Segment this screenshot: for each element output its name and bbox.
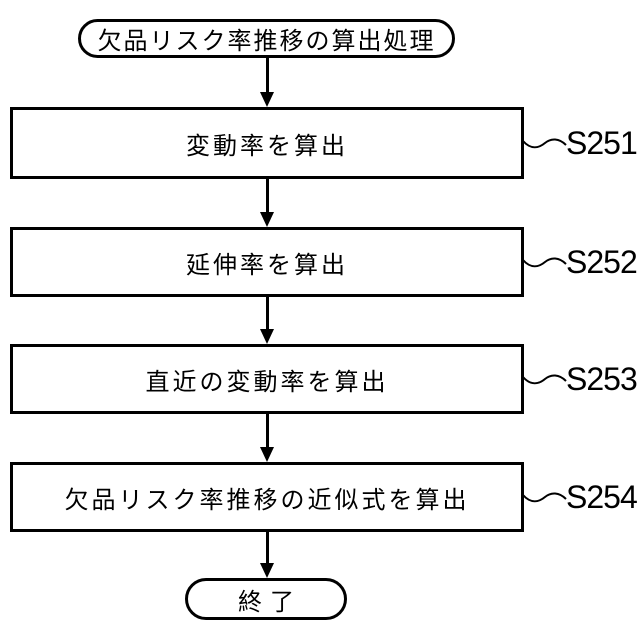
arrow-shaft xyxy=(265,414,269,452)
arrow-down-icon xyxy=(260,329,274,344)
step-id-s251: S251 xyxy=(566,125,638,161)
arrow-shaft xyxy=(265,297,269,334)
end-terminal-label: 終了 xyxy=(238,588,302,616)
process-box-label: 変動率を算出 xyxy=(186,132,348,160)
flow-arrow xyxy=(260,297,274,344)
flow-arrow xyxy=(260,414,274,462)
process-box-label: 延伸率を算出 xyxy=(186,251,348,279)
arrow-down-icon xyxy=(260,212,274,227)
reference-squiggle-icon xyxy=(522,138,567,149)
process-box-s253: 直近の変動率を算出 xyxy=(10,344,524,414)
flow-arrow xyxy=(260,58,274,107)
arrow-down-icon xyxy=(260,92,274,107)
process-box-s252: 延伸率を算出 xyxy=(10,227,524,297)
arrow-shaft xyxy=(265,179,269,217)
step-id-s254: S254 xyxy=(566,479,638,515)
process-box-label: 欠品リスク率推移の近似式を算出 xyxy=(64,486,470,514)
process-box-s254: 欠品リスク率推移の近似式を算出 xyxy=(10,462,524,532)
arrow-shaft xyxy=(265,58,269,97)
step-id-s252: S252 xyxy=(566,244,638,280)
reference-squiggle-icon xyxy=(522,492,567,503)
flow-arrow xyxy=(260,532,274,578)
arrow-shaft xyxy=(265,532,269,568)
reference-squiggle-icon xyxy=(522,257,567,268)
arrow-down-icon xyxy=(260,563,274,578)
flow-arrow xyxy=(260,179,274,227)
step-id-s253: S253 xyxy=(566,361,638,397)
arrow-down-icon xyxy=(260,447,274,462)
process-box-label: 直近の変動率を算出 xyxy=(145,368,389,396)
start-terminal-label: 欠品リスク率推移の算出処理 xyxy=(97,28,436,55)
reference-squiggle-icon xyxy=(522,374,567,385)
end-terminal: 終了 xyxy=(185,578,347,620)
start-terminal: 欠品リスク率推移の算出処理 xyxy=(78,19,455,58)
process-box-s251: 変動率を算出 xyxy=(10,107,524,179)
